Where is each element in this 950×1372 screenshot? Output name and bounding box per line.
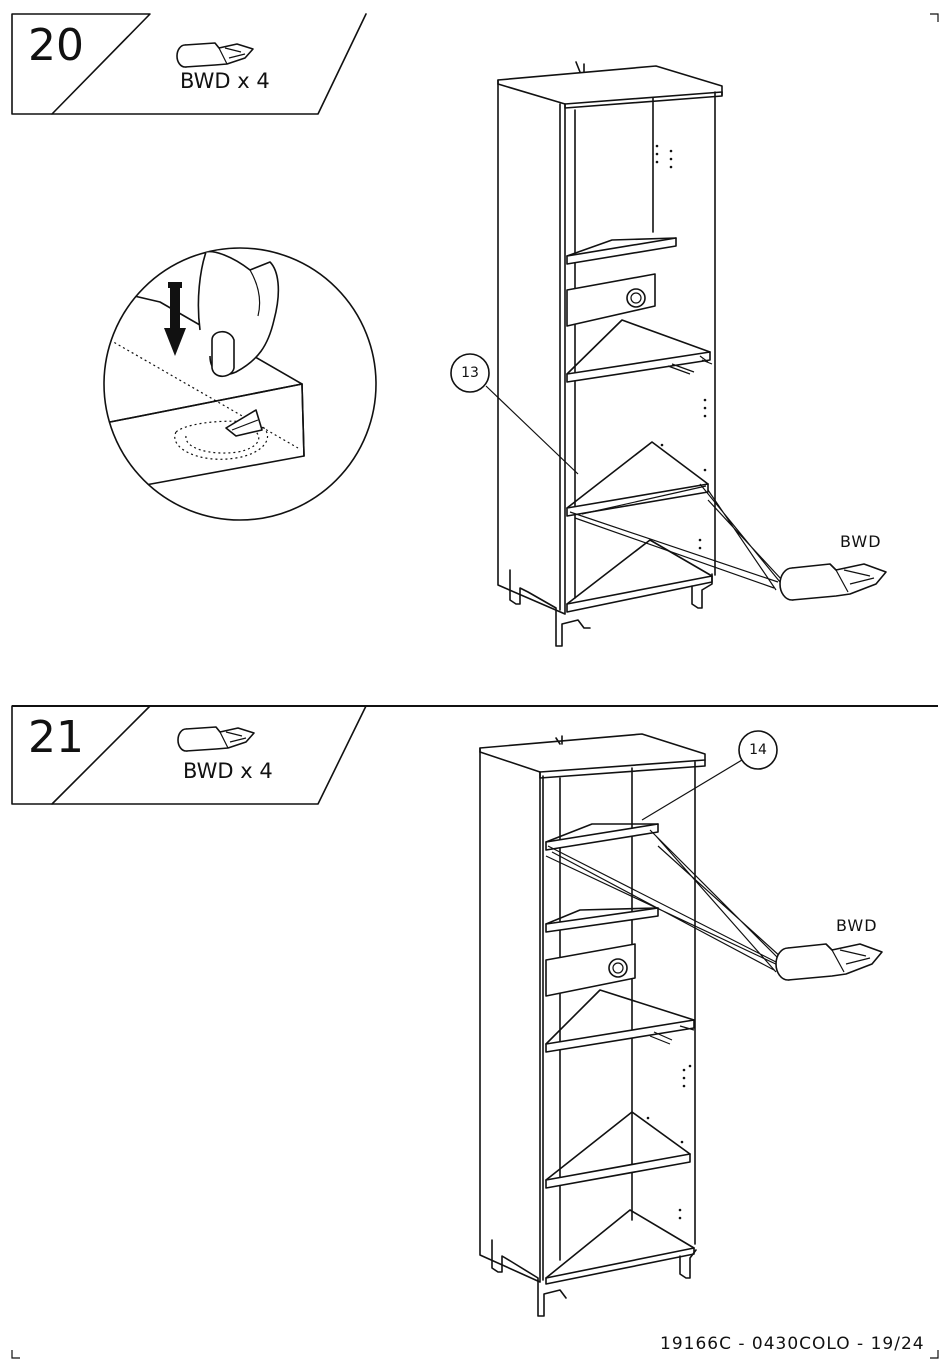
step-21-bookcase	[480, 731, 782, 1316]
step-21-hardware-label: BWD	[836, 916, 878, 935]
step-21-number: 21	[28, 716, 84, 760]
document-reference: 19166C - 0430COLO - 19/24	[660, 1334, 925, 1354]
step-20-number: 20	[28, 24, 84, 68]
step-20-detail-magnifier	[100, 248, 376, 520]
step-20-hardware-qty: BWD x 4	[180, 70, 270, 92]
step-20-part-callout: 13	[450, 366, 490, 380]
step-20-hardware-pin	[780, 564, 886, 600]
step-20-hardware-label: BWD	[840, 532, 882, 551]
step-21-hardware-pin	[776, 944, 882, 980]
press-down-arrow	[164, 282, 186, 356]
step-21-part-callout: 14	[738, 743, 778, 757]
crop-marks	[12, 14, 938, 1358]
step-20-bookcase	[451, 62, 782, 646]
step-20-hardware-icon	[177, 43, 253, 67]
step-21-hardware-qty: BWD x 4	[183, 760, 273, 782]
step-21-hardware-icon	[178, 727, 254, 751]
